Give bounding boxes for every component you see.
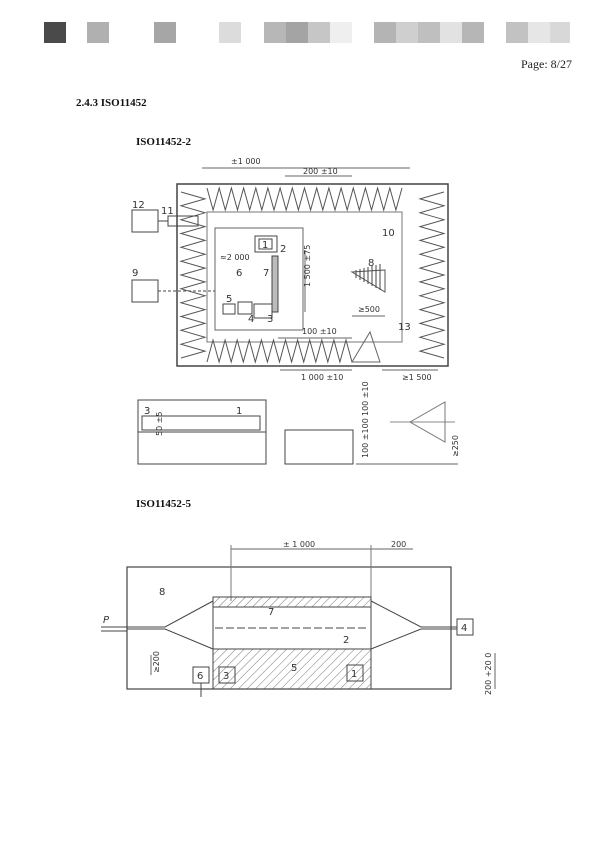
fig1-elev-50: 50 ±5: [155, 411, 164, 436]
fig1-elev-250: ≥250: [451, 435, 460, 457]
fig2-label-5: 5: [291, 663, 297, 674]
fig1-label-6: 6: [236, 268, 242, 279]
fig2-dim-200-right: 200 +20 0: [484, 653, 493, 695]
fig2-label-6: 6: [197, 671, 203, 682]
header-logo-strip: [0, 22, 600, 46]
fig1-label-7: 7: [263, 268, 269, 279]
iso11452-5-drawing: ± 1 000 200 ≥200 200 +20 0 8 7 2 5 1 3 6…: [101, 540, 496, 697]
fig2-label-3: 3: [223, 671, 229, 682]
fig2-label-8: 8: [159, 587, 165, 598]
fig1-label-8: 8: [368, 258, 374, 269]
fig1-dim-100: 100 ±10: [302, 327, 337, 336]
fig1-elev-label-3: 3: [144, 406, 150, 417]
fig2-label-2: 2: [343, 635, 349, 646]
fig1-elev-100-top: 100 ±10: [361, 381, 370, 416]
iso11452-2-drawing: ±1 000 200 ±10 ≈2 000 1 500 ±75 100 ±10 …: [131, 157, 460, 465]
fig1-dim-1500-bottom: ≥1 500: [402, 373, 432, 382]
fig2-label-7: 7: [268, 607, 274, 618]
fig1-label-1: 1: [262, 240, 268, 251]
fig1-dim-1000-top: ±1 000: [231, 157, 261, 166]
fig1-dim-2000: ≈2 000: [220, 253, 250, 262]
fig1-elev-100-mid: 100 ±100: [361, 418, 370, 458]
fig2-dim-200-left: ≥200: [152, 651, 161, 673]
fig1-label-5: 5: [226, 294, 232, 305]
page-number: Page: 8/27: [521, 57, 572, 71]
fig1-elev-label-1: 1: [236, 406, 242, 417]
fig2-label-1: 1: [351, 669, 357, 680]
fig1-label-3: 3: [267, 314, 273, 325]
fig1-label-10: 10: [382, 228, 395, 239]
fig2-dim-200: 200: [391, 540, 406, 549]
fig1-dim-1000-bottom: 1 000 ±10: [301, 373, 343, 382]
fig1-label-9: 9: [132, 268, 138, 279]
fig1-label-13: 13: [398, 322, 411, 333]
fig1-label-4: 4: [248, 314, 254, 325]
fig1-label-2: 2: [280, 244, 286, 255]
fig2-label-4: 4: [461, 623, 467, 634]
fig1-dim-1500: 1 500 ±75: [303, 245, 312, 287]
fig2-dim-1000: ± 1 000: [283, 540, 315, 549]
figure-title-iso11452-5: ISO11452-5: [136, 498, 192, 510]
figure-title-iso11452-2: ISO11452-2: [136, 136, 192, 148]
section-title: 2.4.3 ISO11452: [76, 97, 147, 109]
fig1-dim-500: ≥500: [358, 305, 380, 314]
fig1-label-12: 12: [132, 200, 145, 211]
fig1-dim-200: 200 ±10: [303, 167, 338, 176]
fig1-label-11: 11: [161, 206, 174, 217]
fig2-label-p: P: [103, 615, 110, 626]
